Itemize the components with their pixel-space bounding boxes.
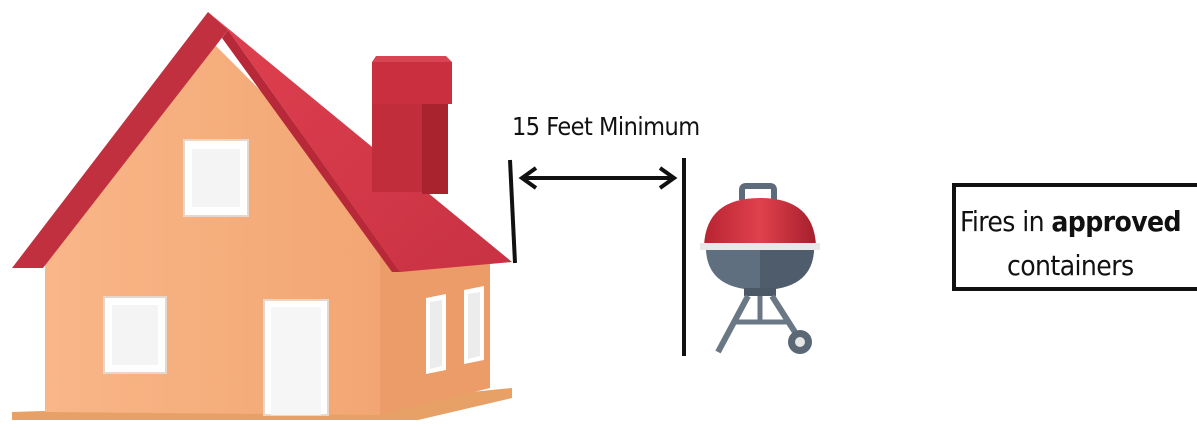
lower-window bbox=[104, 297, 166, 373]
grill-icon bbox=[700, 186, 820, 354]
note-text: Fires in approved containers bbox=[960, 200, 1181, 288]
front-door bbox=[264, 300, 328, 415]
double-arrow-icon bbox=[522, 168, 674, 188]
note-prefix: Fires in bbox=[960, 205, 1051, 238]
upper-window bbox=[184, 140, 248, 216]
note-emphasis: approved bbox=[1051, 205, 1181, 238]
house-icon bbox=[12, 12, 512, 420]
house-boundary-line bbox=[510, 160, 515, 263]
note-line2: containers bbox=[960, 244, 1181, 288]
distance-label: 15 Feet Minimum bbox=[512, 112, 700, 141]
chimney bbox=[372, 56, 452, 194]
distance-marker bbox=[510, 158, 684, 356]
